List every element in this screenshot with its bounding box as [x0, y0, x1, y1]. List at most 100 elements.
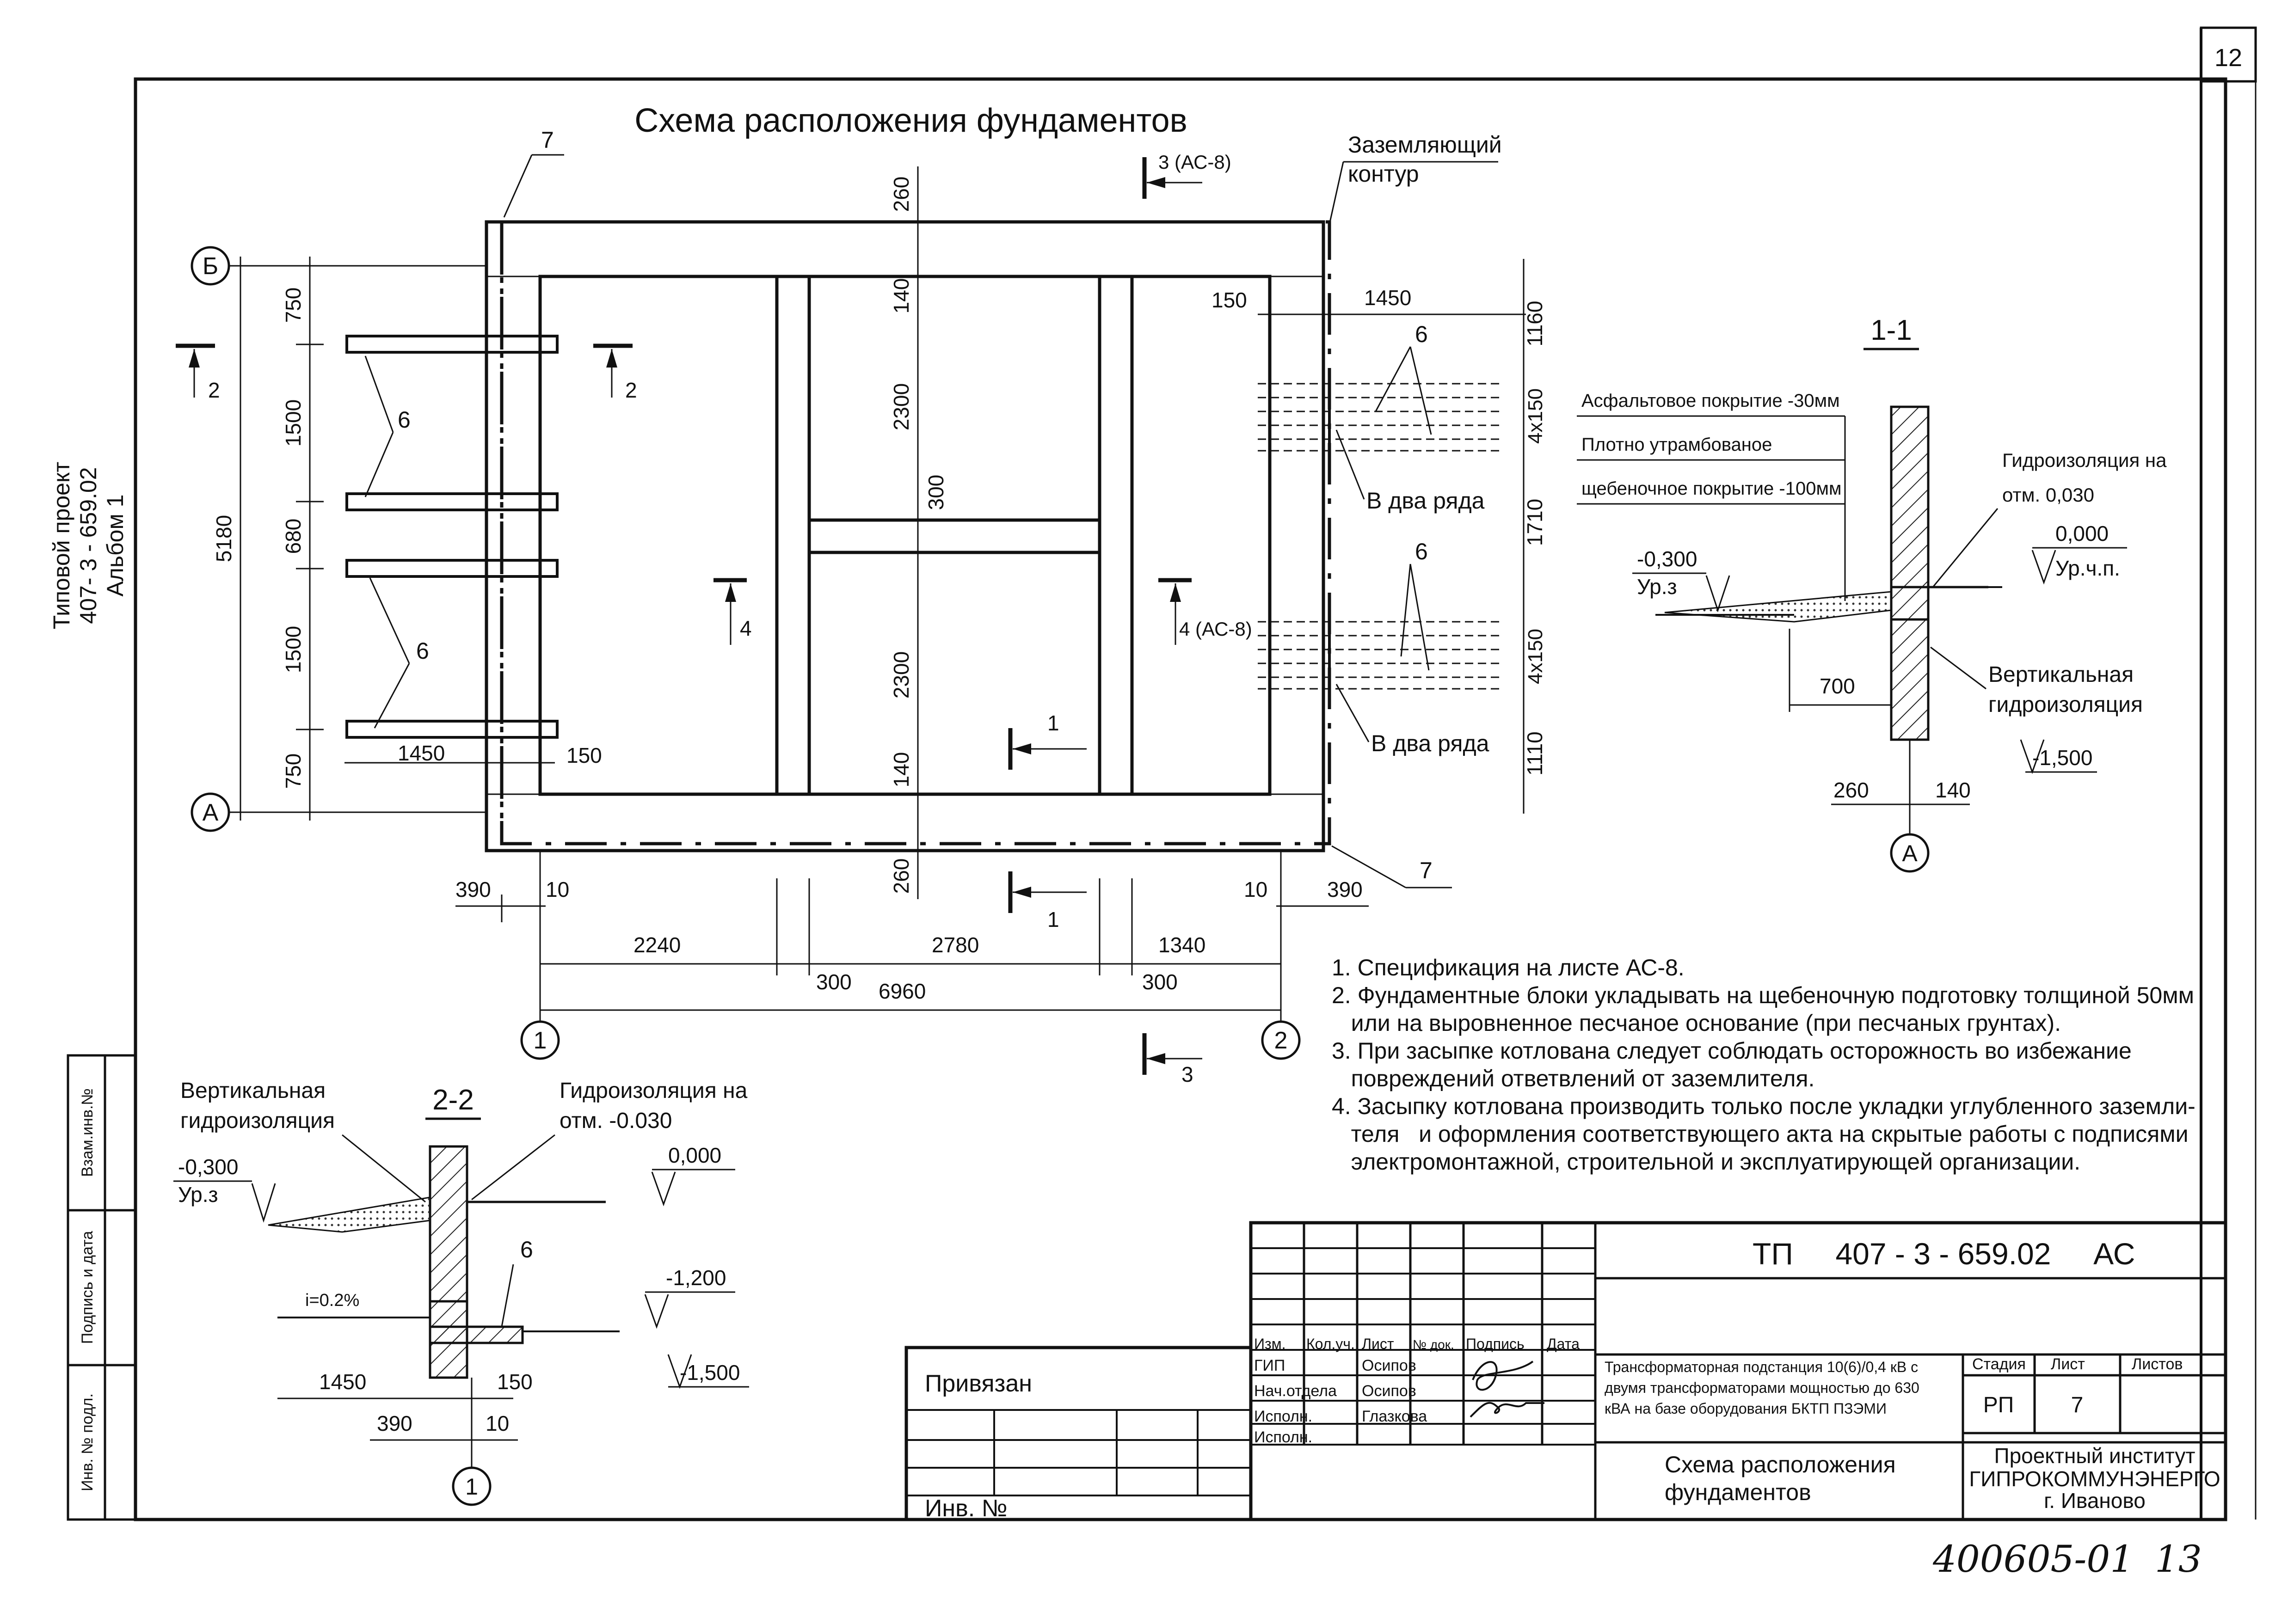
title-block-code: ТП 407 - 3 - 659.02 АС [1753, 1237, 2135, 1271]
section-2-2-waterproof-2: отм. -0.030 [560, 1109, 672, 1133]
side-label-line-2: 407- 3 - 659.02 [75, 467, 101, 624]
dim-bottom-6960: 6960 [879, 979, 926, 1003]
dim-overall-height: 5180 [212, 515, 236, 562]
stage-value: РП [1983, 1393, 2014, 1417]
section-1-1-level-ground: -0,300 [1637, 547, 1697, 571]
row-4-role: Исполн. [1254, 1428, 1312, 1446]
notes: 1. Спецификация на листе АС-8. 2. Фундам… [1332, 955, 2196, 1175]
left-block-leaders: 6 6 [364, 355, 429, 729]
dim-bottom-300-left: 300 [816, 970, 852, 994]
axis-b-label: Б [203, 253, 218, 280]
note-line-4: 3. При засыпке котлована следует соблюда… [1332, 1038, 2132, 1064]
organization-1: Проектный институт [1994, 1444, 2196, 1468]
dim-right-4x150-top: 4х150 [1524, 388, 1547, 444]
section-1-1-dim-700: 700 [1820, 674, 1855, 698]
sheet-header: Лист [2051, 1355, 2085, 1373]
page-number: 13 [2155, 1538, 2202, 1581]
dim-right-1450: 1450 [1364, 286, 1411, 310]
section-4-right-label: 4 (АС-8) [1179, 618, 1252, 640]
drawing-name-1: Схема расположения [1665, 1452, 1896, 1477]
dim-bottom-10-left: 10 [546, 877, 569, 901]
sheet-number: 12 [2214, 44, 2242, 72]
note-line-1: 1. Спецификация на листе АС-8. [1332, 955, 1685, 981]
dim-right-1710: 1710 [1523, 499, 1547, 546]
section-1-1-gravel: щебеночное покрытие -100мм [1581, 478, 1841, 499]
archive-number: 400605-01 [1932, 1538, 2134, 1581]
description-line-1: Трансформаторная подстанция 10(6)/0,4 кВ… [1605, 1359, 1918, 1375]
section-2-2-slope: i=0.2% [305, 1291, 359, 1310]
dim-center-140-top: 140 [889, 278, 913, 314]
block-mark-right-bottom: 6 [1415, 539, 1428, 564]
block-mark-left-bottom: 6 [416, 638, 429, 664]
title-block-privyazan: Привязан [925, 1370, 1032, 1397]
dim-bottom-1340: 1340 [1158, 933, 1205, 957]
section-2-2-block-mark: 6 [520, 1237, 533, 1262]
section-2-2-waterproof-1: Гидроизоляция на [560, 1079, 748, 1103]
section-4-left-label: 4 [740, 616, 752, 640]
dimension-texts: 5180 750 1500 680 1500 750 260 140 2300 … [212, 177, 1547, 1003]
section-1-1-level-0-label: Ур.ч.п. [2055, 556, 2120, 580]
section-1-1-level-ground-label: Ур.з [1637, 575, 1677, 599]
ground-contour-label-1: Заземляющий [1348, 132, 1502, 158]
section-1-1-dim-140: 140 [1935, 778, 1971, 802]
right-blocks: 6 В два ряда 6 В два ряда [1258, 321, 1503, 756]
dim-center-140-bottom: 140 [889, 752, 913, 788]
section-marks: 3 (АС-8) 3 2 2 4 4 (АС-8) [176, 151, 1252, 1086]
dim-bottom-390-right: 390 [1327, 877, 1363, 901]
dim-left-750-bottom: 750 [281, 754, 305, 789]
header-list: Лист [1362, 1336, 1394, 1352]
dim-bottom-2240: 2240 [633, 933, 681, 957]
title-block: ТП 407 - 3 - 659.02 АС Привязан Инв. № И… [904, 1221, 2227, 1522]
section-1-bottom-label: 1 [1047, 907, 1059, 932]
dim-left-1450: 1450 [398, 741, 445, 765]
title-block-inv-no: Инв. № [925, 1495, 1007, 1522]
section-1-1-asphalt: Асфальтовое покрытие -30мм [1581, 391, 1840, 411]
signature-1 [1472, 1360, 1534, 1391]
section-2-2-dim-390: 390 [377, 1411, 412, 1435]
dim-bottom-10-right: 10 [1244, 877, 1267, 901]
section-1-1-vertical-waterproof-1: Вертикальная [1988, 662, 2134, 687]
dim-center-260-top: 260 [889, 177, 913, 212]
dim-left-1500-bottom: 1500 [281, 626, 305, 673]
section-2-2-level-1200: -1,200 [666, 1266, 726, 1290]
ground-contour-label-2: контур [1348, 161, 1419, 187]
block-mark-left-top: 6 [398, 407, 411, 433]
note-line-5: повреждений ответвлений от заземлителя. [1332, 1066, 1814, 1091]
section-1-1-waterproof-2: отм. 0,030 [2002, 484, 2094, 506]
dim-left-680: 680 [281, 519, 305, 554]
section-1-1-waterproof-1: Гидроизоляция на [2002, 449, 2167, 471]
sheets-header: Листов [2132, 1355, 2183, 1373]
note-line-2: 2. Фундаментные блоки укладывать на щебе… [1332, 982, 2194, 1008]
foundation-walls [485, 220, 1325, 852]
row-2-name: Осипов [1362, 1382, 1416, 1400]
section-2-2-level-0: 0,000 [668, 1143, 721, 1167]
organization-2: ГИПРОКОММУНЭНЕРГО [1969, 1467, 2220, 1491]
section-2-2-dim-10: 10 [486, 1411, 509, 1435]
dimension-lines [229, 166, 1526, 1011]
section-2-2-vertical-waterproof-2: гидроизоляция [180, 1109, 335, 1133]
section-1-1-compacted: Плотно утрамбованое [1581, 435, 1772, 455]
dim-right-1160: 1160 [1523, 301, 1547, 347]
side-label: Типовой проект 407- 3 - 659.02 Альбом 1 [49, 462, 128, 630]
section-1-1-level-0: 0,000 [2055, 521, 2109, 545]
dim-left-150: 150 [566, 743, 602, 767]
axis-1-label: 1 [534, 1027, 547, 1054]
header-date: Дата [1547, 1336, 1580, 1352]
two-rows-top: В два ряда [1366, 488, 1485, 514]
dim-center-300: 300 [924, 475, 948, 510]
row-1-role: ГИП [1254, 1357, 1285, 1374]
contour-mark-top: 7 [541, 127, 554, 153]
description-line-2: двумя трансформаторами мощностью до 630 [1605, 1379, 1919, 1396]
section-2-2-level-ground-label: Ур.з [178, 1183, 218, 1207]
dim-left-1500-top: 1500 [281, 399, 305, 447]
drawing-name-2: фундаментов [1665, 1479, 1811, 1505]
section-1-1-axis-bubble [1890, 833, 1930, 873]
plan-title: Схема расположения фундаментов [634, 102, 1187, 139]
section-2-2-level-1500: -1,500 [680, 1360, 740, 1385]
section-1-1-axis: А [1902, 840, 1918, 866]
section-2-2-vertical-waterproof-1: Вертикальная [180, 1079, 326, 1103]
row-1-name: Осипов [1362, 1357, 1416, 1374]
section-2-right-label: 2 [625, 378, 637, 402]
stamp-replace-inv: Взам.инв.№ [79, 1088, 96, 1177]
